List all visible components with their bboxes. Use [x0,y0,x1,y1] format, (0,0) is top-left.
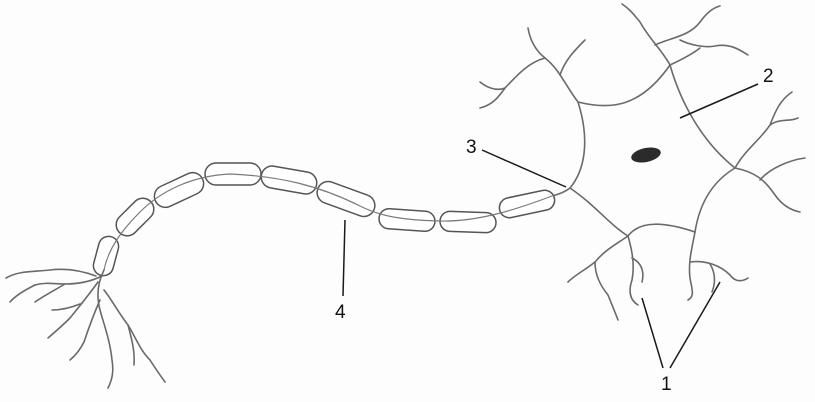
myelin-segment [440,211,497,233]
label-1: 1 [661,374,672,395]
dendrites-bottom [568,232,748,320]
leader-line-3 [482,150,566,187]
leader-line-4 [343,220,345,296]
myelin-sheath [91,163,556,278]
nucleus [630,145,662,165]
dendrites-top [480,4,748,108]
leader-line-1-right [670,282,720,368]
myelin-segment [498,188,557,219]
label-4: 4 [335,302,346,323]
label-3: 3 [466,137,477,158]
myelin-segment [260,164,319,195]
axon-hillock [552,188,570,196]
axon-terminals [6,269,165,388]
myelin-segment [151,169,207,211]
dendrites-right [735,92,805,212]
leader-line-1-left [642,298,663,368]
label-2: 2 [763,66,774,87]
leader-line-2 [680,84,758,118]
